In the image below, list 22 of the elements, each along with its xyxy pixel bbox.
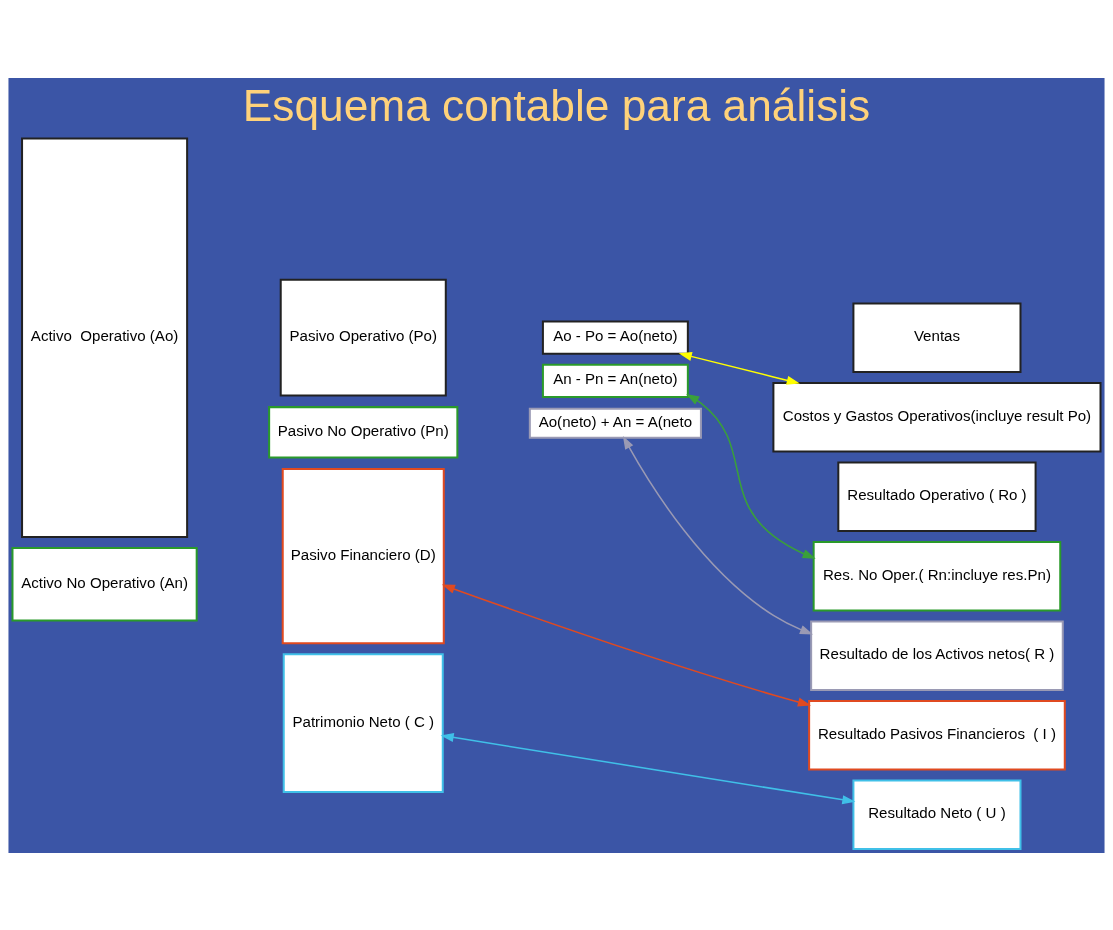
arrow — [441, 584, 811, 706]
node-box: Activo Operativo (Ao) — [21, 136, 189, 538]
diagram-title: Esquema contable para análisis — [242, 80, 871, 130]
node-box: Pasivo No Operativo (Pn) — [268, 405, 459, 458]
node-box: Ventas — [852, 301, 1022, 373]
node-box: Resultado Operativo ( Ro ) — [837, 460, 1037, 532]
node-box: Pasivo Financiero (D) — [281, 467, 445, 644]
node-box: Resultado Pasivos Financieros ( I ) — [808, 699, 1066, 770]
node-box: Activo No Operativo (An) — [11, 546, 198, 621]
node-box: Patrimonio Neto ( C ) — [282, 652, 444, 793]
node-box: Pasivo Operativo (Po) — [279, 278, 447, 397]
node-box: Ao - Po = Ao(neto) — [541, 320, 689, 355]
arrow — [440, 732, 856, 804]
node-box: Resultado Neto ( U ) — [852, 779, 1022, 850]
arrow — [686, 393, 816, 559]
arrow — [622, 435, 814, 634]
node-box: Costos y Gastos Operativos(incluye result Po) — [772, 381, 1102, 452]
arrow — [678, 351, 800, 385]
node-box: Resultado de los Activos netos( R ) — [810, 620, 1064, 691]
node-box: Ao(neto) + An = A(neto — [528, 407, 702, 439]
node-box: Res. No Oper.( Rn:incluye res.Pn) — [812, 540, 1062, 611]
node-box: An - Pn = An(neto) — [541, 363, 689, 398]
